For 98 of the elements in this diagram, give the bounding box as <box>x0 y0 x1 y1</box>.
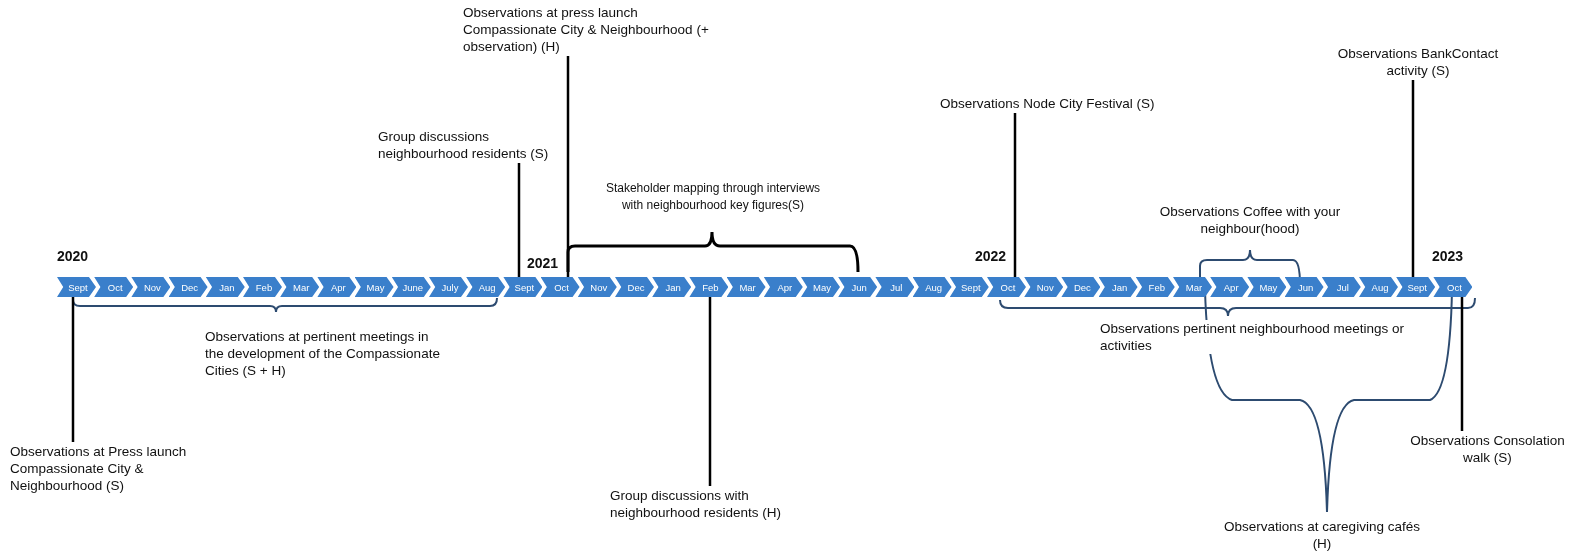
timeline-month-segment <box>652 277 692 297</box>
month-label: Dec <box>626 281 645 293</box>
month-label: Oct <box>553 281 569 293</box>
timeline-month-segment <box>205 277 245 297</box>
timeline-month-segment <box>875 277 915 297</box>
timeline-month-segment <box>949 277 989 297</box>
month-label: July <box>440 281 459 293</box>
event-label: Group discussions with neighbourhood residents (H) <box>610 487 783 521</box>
month-label: Nov <box>142 281 161 293</box>
leader-line <box>1013 113 1017 277</box>
bracket-label: Stakeholder mapping through interviews with neighbourhood key figures(S) <box>604 180 822 214</box>
timeline-month-segment <box>1284 277 1324 297</box>
timeline-month-segment <box>1173 277 1212 297</box>
timeline-month-segment <box>131 277 171 297</box>
timeline-month-segment <box>801 277 840 297</box>
bracket-label: Observations Coffee with your neighbour(hood) <box>1158 203 1342 237</box>
month-label: Apr <box>1222 281 1239 293</box>
month-label: May <box>365 281 385 293</box>
timeline-month-segment <box>987 277 1026 297</box>
timeline-month-segment <box>1210 277 1250 297</box>
timeline-month-segment <box>1024 277 1064 297</box>
event-label: Observations Node City Festival (S) <box>940 95 1155 112</box>
timeline-month-segment <box>429 277 468 297</box>
timeline-month-segment <box>243 277 282 297</box>
month-label: Aug <box>1370 281 1389 293</box>
event-label: Group discussions neighbourhood residents (S) <box>378 128 550 162</box>
month-label: May <box>1258 281 1278 293</box>
month-label: Dec <box>1072 281 1091 293</box>
timeline-month-segment <box>912 277 952 297</box>
timeline-month-segment <box>317 277 357 297</box>
month-label: Sept <box>513 281 535 293</box>
year-label: 2022 <box>975 248 1007 265</box>
month-label: May <box>812 281 831 293</box>
month-label: Jun <box>850 281 867 293</box>
month-label: Oct <box>999 281 1016 293</box>
month-label: Aug <box>477 281 496 293</box>
year-label: 2021 <box>527 255 559 272</box>
month-label: Feb <box>254 281 273 293</box>
year-label: 2020 <box>57 248 89 265</box>
month-label: Dec <box>180 281 199 293</box>
month-label: Sept <box>1406 281 1427 293</box>
timeline-month-segment <box>540 277 580 297</box>
month-label: Sept <box>67 281 88 293</box>
timeline-month-segment <box>168 277 208 297</box>
timeline-month-segment <box>354 277 394 297</box>
timeline-month-segment <box>615 277 654 297</box>
month-label: Jan <box>218 281 235 293</box>
timeline-month-segment <box>763 277 803 297</box>
event-label: Observations at Press launch Compassionate City & Neighbourhood (S) <box>10 443 188 494</box>
month-label: Jul <box>889 281 903 293</box>
leader-line <box>71 297 75 442</box>
timeline-month-segment <box>577 277 617 297</box>
timeline-month-segment <box>503 277 543 297</box>
timeline-month-segment <box>94 277 134 297</box>
timeline-month-segment <box>1321 277 1361 297</box>
month-label: Jan <box>1110 281 1128 293</box>
timeline-month-segment <box>1135 277 1175 297</box>
timeline-month-segment <box>689 277 729 297</box>
timeline-month-segment <box>1396 277 1436 297</box>
month-label: Nov <box>1035 281 1054 293</box>
event-label: Observations BankContact activity (S) <box>1336 45 1500 79</box>
month-label: Mar <box>292 281 310 293</box>
month-label: Jan <box>664 281 681 293</box>
month-label: Apr <box>330 281 346 293</box>
month-label: June <box>401 281 424 293</box>
timeline-month-segment <box>280 277 320 297</box>
leader-line <box>517 163 521 277</box>
timeline-month-segment <box>726 277 766 297</box>
month-label: Oct <box>106 281 123 293</box>
timeline-month-segment <box>466 277 506 297</box>
timeline-month-segment <box>57 277 96 297</box>
year-label: 2023 <box>1432 248 1464 265</box>
month-label: Feb <box>701 281 719 293</box>
leader-line <box>708 297 712 486</box>
timeline-month-segment <box>838 277 878 297</box>
month-label: Oct <box>1446 281 1462 293</box>
month-label: Apr <box>776 281 793 293</box>
month-label: Jul <box>1335 281 1349 293</box>
timeline-month-segment <box>1098 277 1138 297</box>
month-label: Mar <box>738 281 756 293</box>
timeline-month-segment <box>1061 277 1101 297</box>
month-label: Nov <box>589 281 608 293</box>
month-label: Sept <box>960 281 981 293</box>
month-label: Feb <box>1147 281 1165 293</box>
event-label: Observations Consolation walk (S) <box>1409 432 1566 466</box>
month-label: Jun <box>1296 281 1314 293</box>
timeline-month-segment <box>1359 277 1398 297</box>
timeline-month-segment <box>1247 277 1287 297</box>
leader-line <box>1460 297 1464 431</box>
timeline-month-segment <box>391 277 431 297</box>
bracket-label: Observations at caregiving cafés (H) <box>1223 518 1421 552</box>
month-label: Mar <box>1184 281 1203 293</box>
bracket-label: Observations at pertinent meetings in the development of the Compassionate Cities (S + H) <box>205 328 441 379</box>
month-label: Aug <box>924 281 943 293</box>
event-label: Observations at press launch Compassionate City & Neighbourhood (+ observation) (H) <box>463 4 710 55</box>
leader-line <box>566 56 570 277</box>
leader-line <box>1411 80 1415 277</box>
timeline-month-segment <box>1433 277 1473 297</box>
